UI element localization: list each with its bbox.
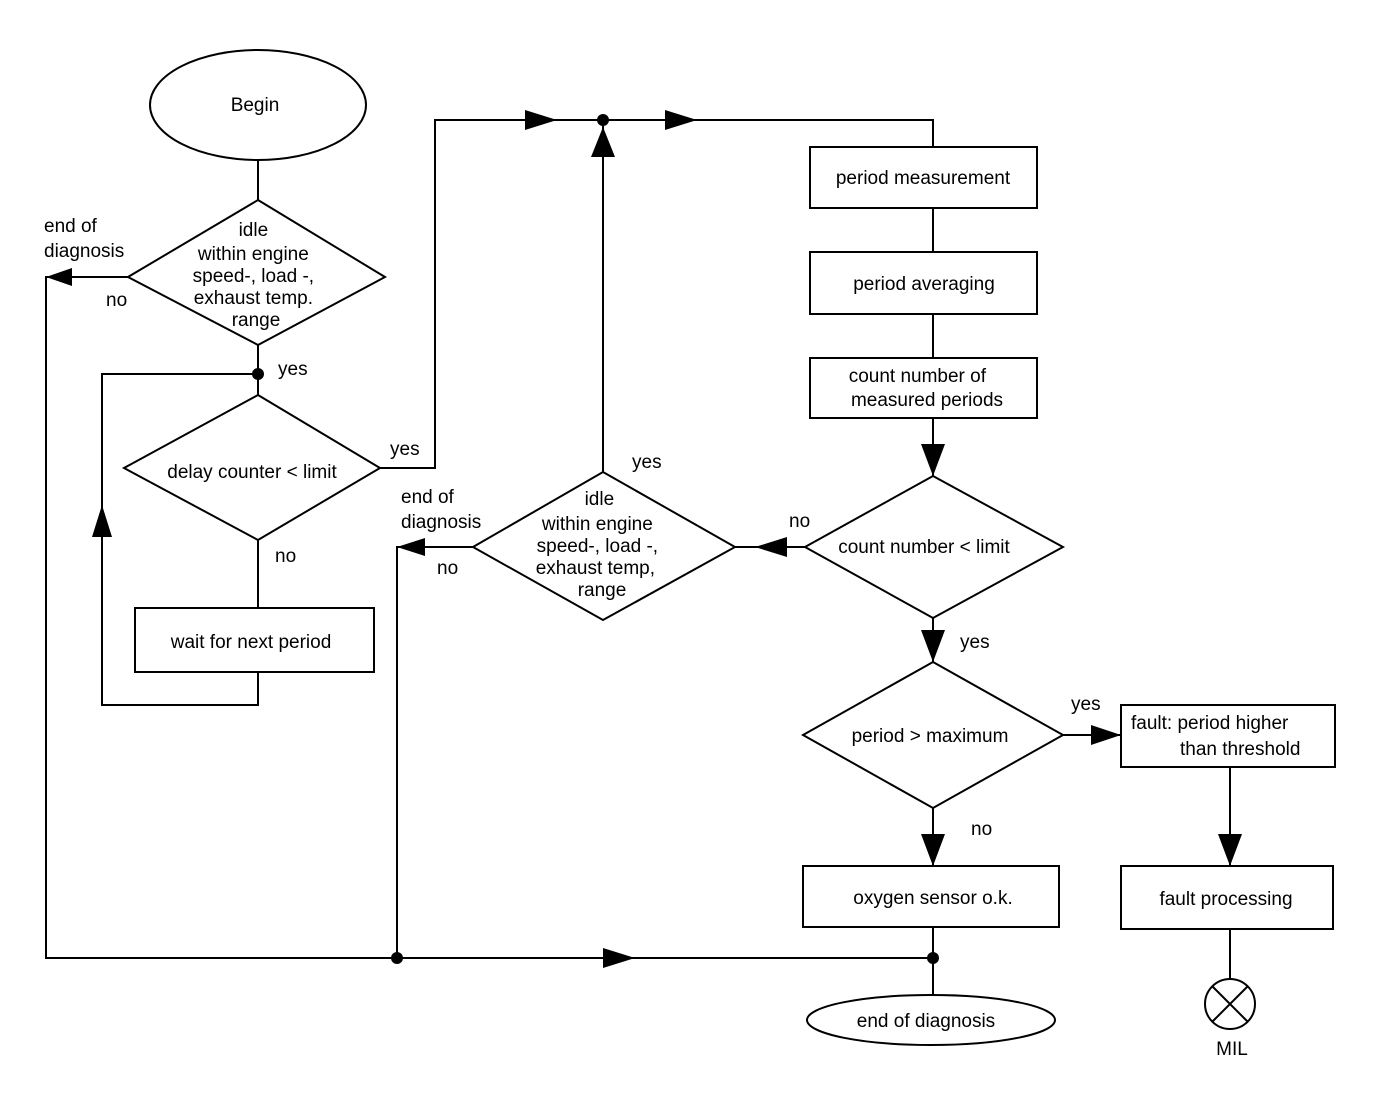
arrow-right-top-1 (525, 110, 557, 130)
fault-processing-box (1120, 865, 1334, 930)
branch-no-label: no (106, 290, 127, 311)
junctions (252, 114, 939, 964)
delay-check-label: delay counter < limit (167, 462, 337, 483)
idle-check-2-decision (470, 470, 738, 622)
junction-dot (252, 368, 264, 380)
idle-check-1-line: speed-, load -, (193, 266, 314, 287)
idle-check-2-line: within engine (541, 514, 653, 535)
branch-yes-label: yes (278, 359, 308, 380)
wait-next-box (134, 607, 375, 673)
branch-no-label: no (437, 558, 458, 579)
end-of-diagnosis-line: diagnosis (401, 512, 481, 533)
period-measurement-label: period measurement (836, 168, 1011, 189)
branch-no-label: no (971, 819, 992, 840)
wait-next-label: wait for next period (170, 632, 332, 653)
sensor-ok-box (802, 865, 1060, 928)
mil-lamp-icon (1204, 978, 1256, 1030)
branch-yes-label: yes (390, 439, 420, 460)
end-of-diagnosis-label-2: end of diagnosis (401, 487, 481, 533)
period-check-label: period > maximum (852, 726, 1009, 747)
sensor-ok-label: oxygen sensor o.k. (853, 888, 1012, 909)
period-measurement-box (809, 146, 1038, 209)
branch-yes-label: yes (1071, 694, 1101, 715)
arrow-to-sensor-ok (921, 834, 945, 866)
branch-yes-label: yes (960, 632, 990, 653)
end-terminal (806, 994, 1056, 1046)
count-check-label: count number < limit (838, 537, 1010, 558)
junction-dot (391, 952, 403, 964)
idle-check-1-label: idle within engine speed-, load -, exhau… (193, 220, 320, 331)
end-of-diagnosis-line: diagnosis (44, 241, 124, 262)
idle-check-2-line: exhaust temp, (536, 558, 655, 579)
idle-check-1-decision (125, 198, 388, 347)
begin-terminal (149, 49, 367, 161)
count-periods-line: count number of (849, 366, 987, 387)
idle-check-1-line: exhaust temp. (194, 288, 313, 309)
count-periods-box (809, 357, 1038, 419)
period-averaging-label: period averaging (853, 274, 995, 295)
period-check-decision (800, 660, 1066, 810)
end-of-diagnosis-line: end of (44, 216, 98, 237)
branch-yes-label: yes (632, 452, 662, 473)
idle-check-1-line: range (232, 310, 281, 331)
end-label: end of diagnosis (857, 1011, 995, 1032)
idle-check-2-line: idle (585, 489, 615, 510)
period-averaging-box (809, 251, 1038, 315)
arrow-to-end-of-diagnosis-1 (46, 268, 72, 286)
branch-no-label: no (275, 546, 296, 567)
delay-check-decision (121, 393, 382, 542)
count-periods-line: measured periods (851, 390, 1003, 411)
arrow-up-to-merge (591, 127, 615, 157)
fault-threshold-line: than threshold (1180, 739, 1300, 760)
idle-check-2-line: range (578, 580, 627, 601)
arrow-to-count-check (921, 444, 945, 476)
begin-label: Begin (231, 95, 280, 116)
end-of-diagnosis-line: end of (401, 487, 455, 508)
idle-check-2-label: idle within engine speed-, load -, exhau… (536, 489, 664, 601)
arrow-bottom-right (603, 948, 635, 968)
fault-threshold-line: fault: period higher (1131, 713, 1289, 734)
arrow-to-end-of-diagnosis-2 (397, 538, 425, 556)
arrow-right-top-2 (665, 110, 697, 130)
arrow-to-idle-check-2 (755, 537, 787, 557)
count-periods-label: count number of measured periods (849, 366, 1003, 411)
fault-threshold-label: fault: period higher than threshold (1131, 713, 1300, 760)
arrow-to-fault-threshold (1091, 725, 1121, 745)
arrow-to-period-check (921, 630, 945, 662)
arrowheads (46, 110, 1242, 968)
junction-dot (927, 952, 939, 964)
idle-check-1-line: idle (239, 220, 269, 241)
idle-check-1-line: within engine (197, 244, 309, 265)
fault-threshold-box (1120, 704, 1336, 768)
fault-processing-label: fault processing (1159, 889, 1292, 910)
junction-dot (597, 114, 609, 126)
idle-check-2-line: speed-, load -, (537, 536, 658, 557)
branch-no-label: no (789, 511, 810, 532)
count-check-decision (802, 474, 1066, 620)
arrow-loop-up (92, 505, 112, 537)
mil-label: MIL (1216, 1039, 1248, 1060)
end-of-diagnosis-label-1: end of diagnosis (44, 216, 124, 262)
arrow-to-fault-processing (1218, 834, 1242, 866)
